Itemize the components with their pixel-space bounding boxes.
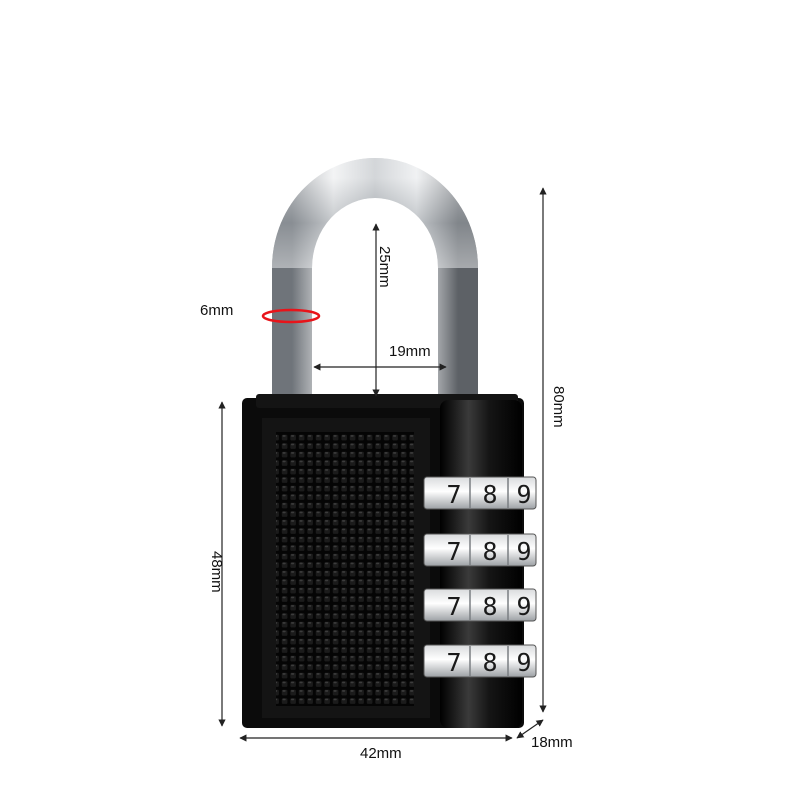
shackle-height-label: 25mm [376, 246, 393, 288]
dial-digit: 9 [516, 592, 531, 621]
dial-wheel[interactable]: 7 8 9 [423, 588, 537, 622]
body-depth-label: 18mm [531, 734, 573, 751]
dial-digit: 7 [446, 480, 461, 509]
dial-wheel[interactable]: 7 8 9 [423, 644, 537, 678]
inner-width-label: 19mm [389, 343, 431, 360]
shackle [272, 158, 478, 398]
dial-digit: 9 [516, 480, 531, 509]
combination-dials: 7 8 9 7 8 9 7 8 9 7 8 9 [423, 476, 537, 678]
textured-grip-panel [276, 432, 414, 706]
thickness-marker [261, 308, 321, 324]
dial-digit: 8 [482, 537, 497, 566]
dial-digit: 8 [482, 648, 497, 677]
body-width-label: 42mm [360, 745, 402, 762]
body-height-label: 48mm [208, 551, 225, 593]
dial-digit: 9 [516, 537, 531, 566]
dial-digit: 9 [516, 648, 531, 677]
dial-digit: 7 [446, 537, 461, 566]
dial-wheel[interactable]: 7 8 9 [423, 476, 537, 510]
dial-digit: 7 [446, 592, 461, 621]
dial-digit: 7 [446, 648, 461, 677]
total-height-label: 80mm [550, 386, 567, 428]
dimension-lines [218, 187, 547, 742]
dial-wheel[interactable]: 7 8 9 [423, 533, 537, 567]
dial-digit: 8 [482, 592, 497, 621]
dial-digit: 8 [482, 480, 497, 509]
body-depth-line [516, 719, 544, 739]
shackle-thickness-label: 6mm [200, 302, 234, 319]
